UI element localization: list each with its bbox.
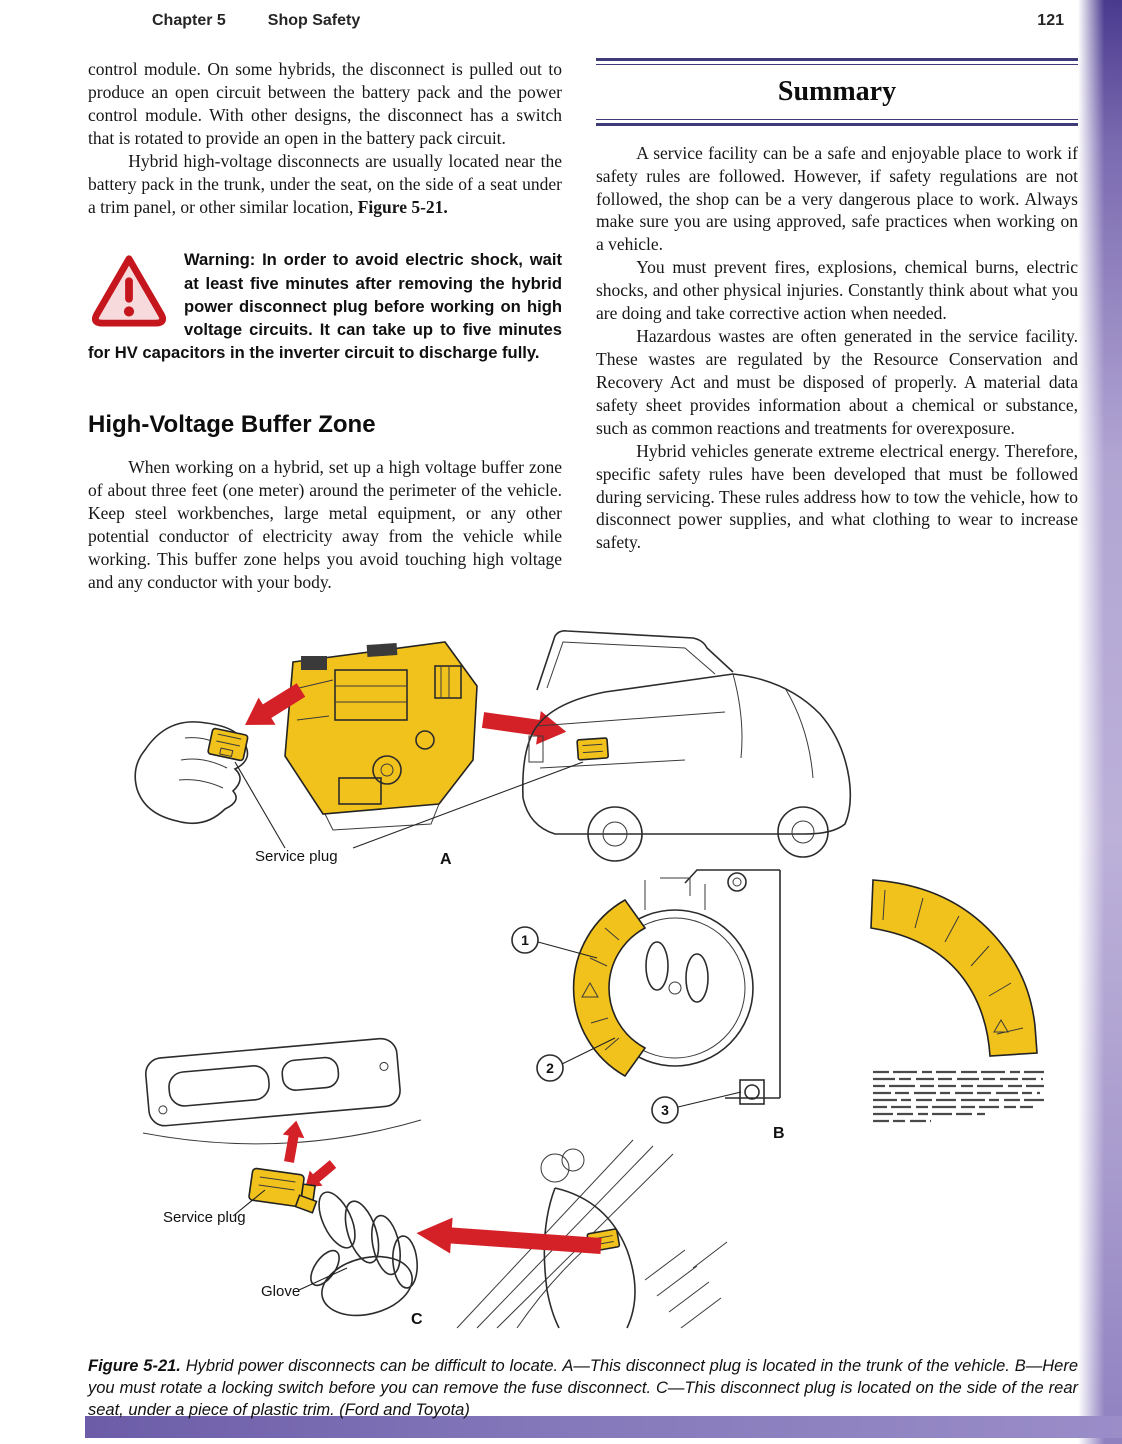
body-paragraph: Hybrid vehicles generate extreme electri… [596, 440, 1078, 553]
red-arrow-seat [416, 1217, 602, 1254]
svg-text:3: 3 [661, 1102, 669, 1118]
section-label: Shop Safety [267, 12, 361, 29]
panel-c-trim-panel [144, 1037, 401, 1127]
svg-text:2: 2 [546, 1060, 554, 1076]
body-paragraph: Hazardous wastes are often generated in … [596, 326, 1078, 438]
panel-b-callout-1: 1 [511, 926, 598, 959]
red-arrow-up-c [282, 1120, 305, 1163]
chapter-label: Chapter 5 [152, 12, 226, 29]
summary-rule-top-thick [596, 58, 1078, 61]
panel-a-hand [134, 721, 249, 825]
label-panel-b: B [773, 1125, 785, 1142]
body-paragraph: You must prevent fires, explosions, chem… [596, 257, 1078, 324]
figure-caption-text: Hybrid power disconnects can be difficul… [88, 1356, 1078, 1420]
red-arrow-down-c [305, 1160, 337, 1188]
label-service-plug-a: Service plug [255, 848, 338, 865]
warning-box: Warning: In order to avoid electric shoc… [88, 248, 562, 364]
svg-text:1: 1 [521, 932, 529, 948]
panel-a-service-plug-trunk [576, 737, 609, 761]
summary-rule-bottom-thin [596, 118, 1078, 120]
panel-a-battery-pack [284, 641, 478, 831]
panel-b-callout-3: 3 [651, 1091, 742, 1124]
red-arrow-to-car [481, 710, 567, 745]
panel-a-service-plug-hand [207, 727, 249, 762]
page-edge-gradient [1078, 0, 1122, 1444]
running-header: Chapter 5 Shop Safety [152, 12, 360, 30]
red-arrow-to-plug [245, 683, 306, 725]
panel-b-warning-decal [870, 879, 1047, 1123]
right-column: Summary A service facility can be a safe… [596, 58, 1078, 554]
page-bottom-bar [85, 1416, 1122, 1438]
summary-rule-bottom-thick [596, 122, 1078, 126]
body-paragraph: A service facility can be a safe and enj… [596, 142, 1078, 255]
panel-c-seat-sketch [416, 1139, 728, 1329]
label-glove: Glove [261, 1283, 300, 1300]
summary-heading: Summary [777, 76, 897, 107]
summary-rule-top-thin [596, 64, 1078, 65]
panel-b-frame [644, 869, 781, 1105]
label-service-plug-c: Service plug [163, 1209, 246, 1226]
page-number: 121 [1037, 12, 1064, 29]
label-panel-a: A [440, 851, 452, 868]
figure-5-21: Service plug A [85, 628, 1080, 1334]
panel-b-yellow-lever [572, 898, 647, 1078]
warning-triangle-icon [88, 252, 170, 328]
panel-b-callout-2: 2 [536, 1037, 616, 1082]
body-paragraph: When working on a hybrid, set up a high … [88, 456, 562, 592]
section-heading: High-Voltage Buffer Zone [88, 410, 376, 438]
figure-caption: Figure 5-21. Hybrid power disconnects ca… [88, 1355, 1078, 1422]
panel-c-glove [310, 1191, 418, 1317]
body-paragraph: control module. On some hybrids, the dis… [88, 59, 562, 148]
figure-illustration: Service plug A [134, 630, 1047, 1329]
figure-caption-label: Figure 5-21. [88, 1356, 181, 1375]
panel-c-plug-part [294, 1194, 318, 1214]
summary-body: A service facility can be a safe and enj… [596, 142, 1078, 555]
warning-text: Warning: In order to avoid electric shoc… [88, 250, 562, 363]
label-panel-c: C [411, 1311, 423, 1328]
left-column: control module. On some hybrids, the dis… [88, 58, 562, 594]
panel-c-service-plug [248, 1167, 317, 1208]
figure-reference: Figure 5-21. [357, 196, 448, 217]
panel-a-car [521, 630, 852, 862]
body-paragraph: Hybrid high-voltage disconnects are usua… [88, 150, 562, 217]
